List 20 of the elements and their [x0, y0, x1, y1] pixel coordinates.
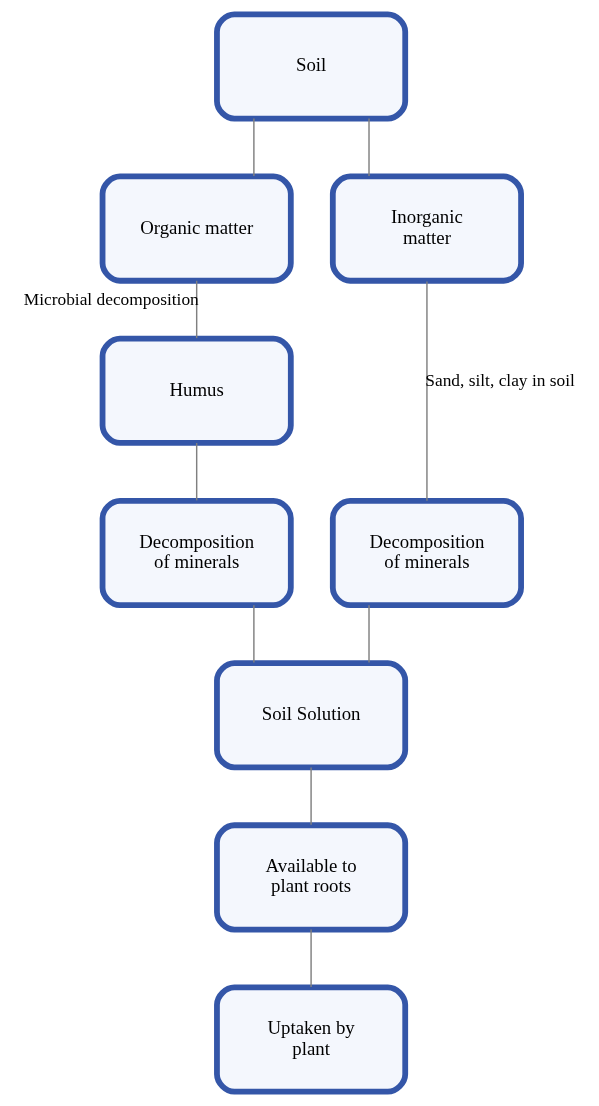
node-box: Available to plant roots	[214, 822, 409, 933]
edge-label: Sand, silt, clay in soil	[425, 371, 575, 391]
node-box: Humus	[99, 335, 294, 446]
connector	[368, 604, 370, 664]
connector	[195, 442, 198, 502]
connector	[426, 280, 428, 502]
node-box: Decomposition of minerals	[99, 497, 294, 609]
connector	[368, 117, 370, 177]
connector	[310, 766, 312, 826]
connector	[195, 280, 198, 339]
node-box: Inorganic matter	[329, 173, 524, 284]
node-box: Organic matter	[99, 173, 294, 284]
node-box: Decomposition of minerals	[329, 497, 524, 609]
node-box: Soil	[214, 11, 409, 122]
connector	[310, 928, 312, 988]
node-box: Soil Solution	[214, 660, 409, 771]
node-box: Uptaken by plant	[214, 984, 409, 1095]
connector	[253, 604, 255, 664]
connector	[253, 117, 255, 177]
edge-label: Microbial decomposition	[23, 289, 199, 309]
